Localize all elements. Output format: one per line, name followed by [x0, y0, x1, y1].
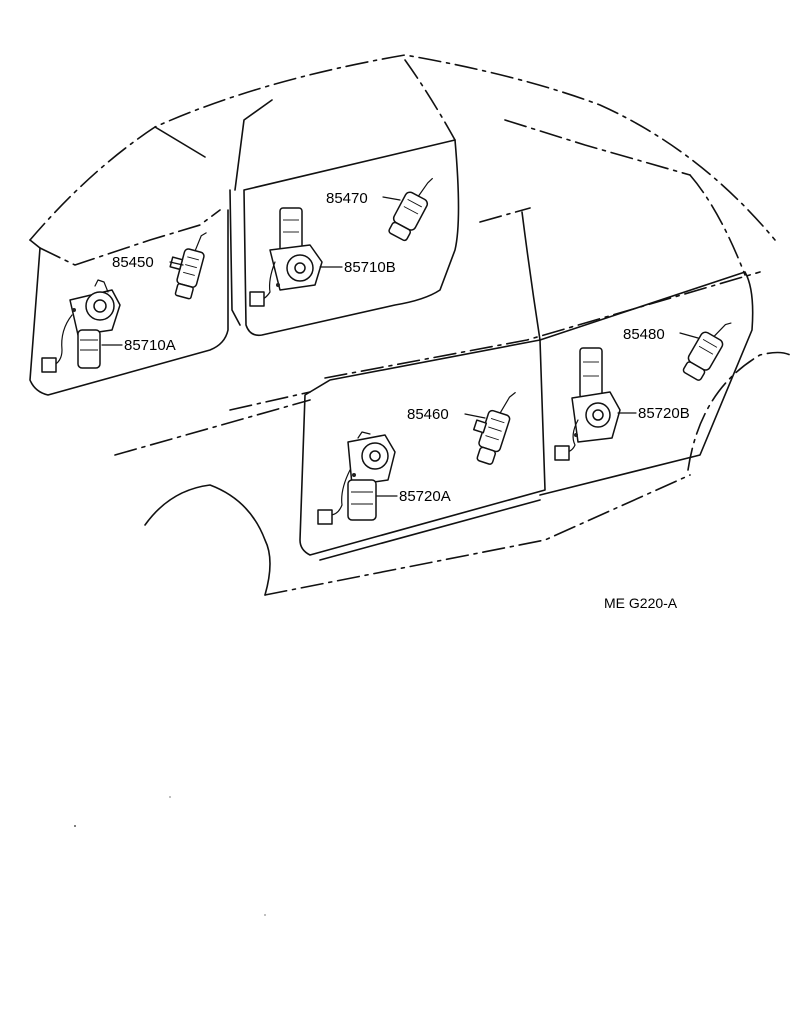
part-85460-lock-actuator	[472, 392, 516, 465]
part-labels: 85450 85470 85710B 85710A 85480 85460 85…	[112, 190, 690, 505]
label-85450: 85450	[112, 254, 154, 271]
part-85480-lock-actuator	[682, 322, 732, 381]
part-85710A-window-motor	[41, 279, 121, 373]
part-85720A-window-motor	[317, 431, 396, 525]
part-85450-lock-actuator	[169, 232, 207, 300]
part-85720B-window-motor	[554, 347, 621, 461]
scan-speck	[74, 825, 76, 827]
label-85470: 85470	[326, 190, 368, 207]
label-85460: 85460	[407, 406, 449, 423]
leader-lines	[101, 196, 699, 497]
part-85470-lock-actuator	[388, 177, 433, 242]
label-85720B: 85720B	[638, 405, 690, 422]
label-85710B: 85710B	[344, 259, 396, 276]
scan-speck	[169, 796, 171, 798]
label-85480: 85480	[623, 326, 665, 343]
figure-code: ME G220-A	[604, 595, 678, 611]
label-85720A: 85720A	[399, 488, 451, 505]
car-body-outline	[29, 54, 791, 596]
scan-speck	[264, 914, 266, 916]
part-85710B-window-motor	[249, 207, 323, 307]
label-85710A: 85710A	[124, 337, 176, 354]
